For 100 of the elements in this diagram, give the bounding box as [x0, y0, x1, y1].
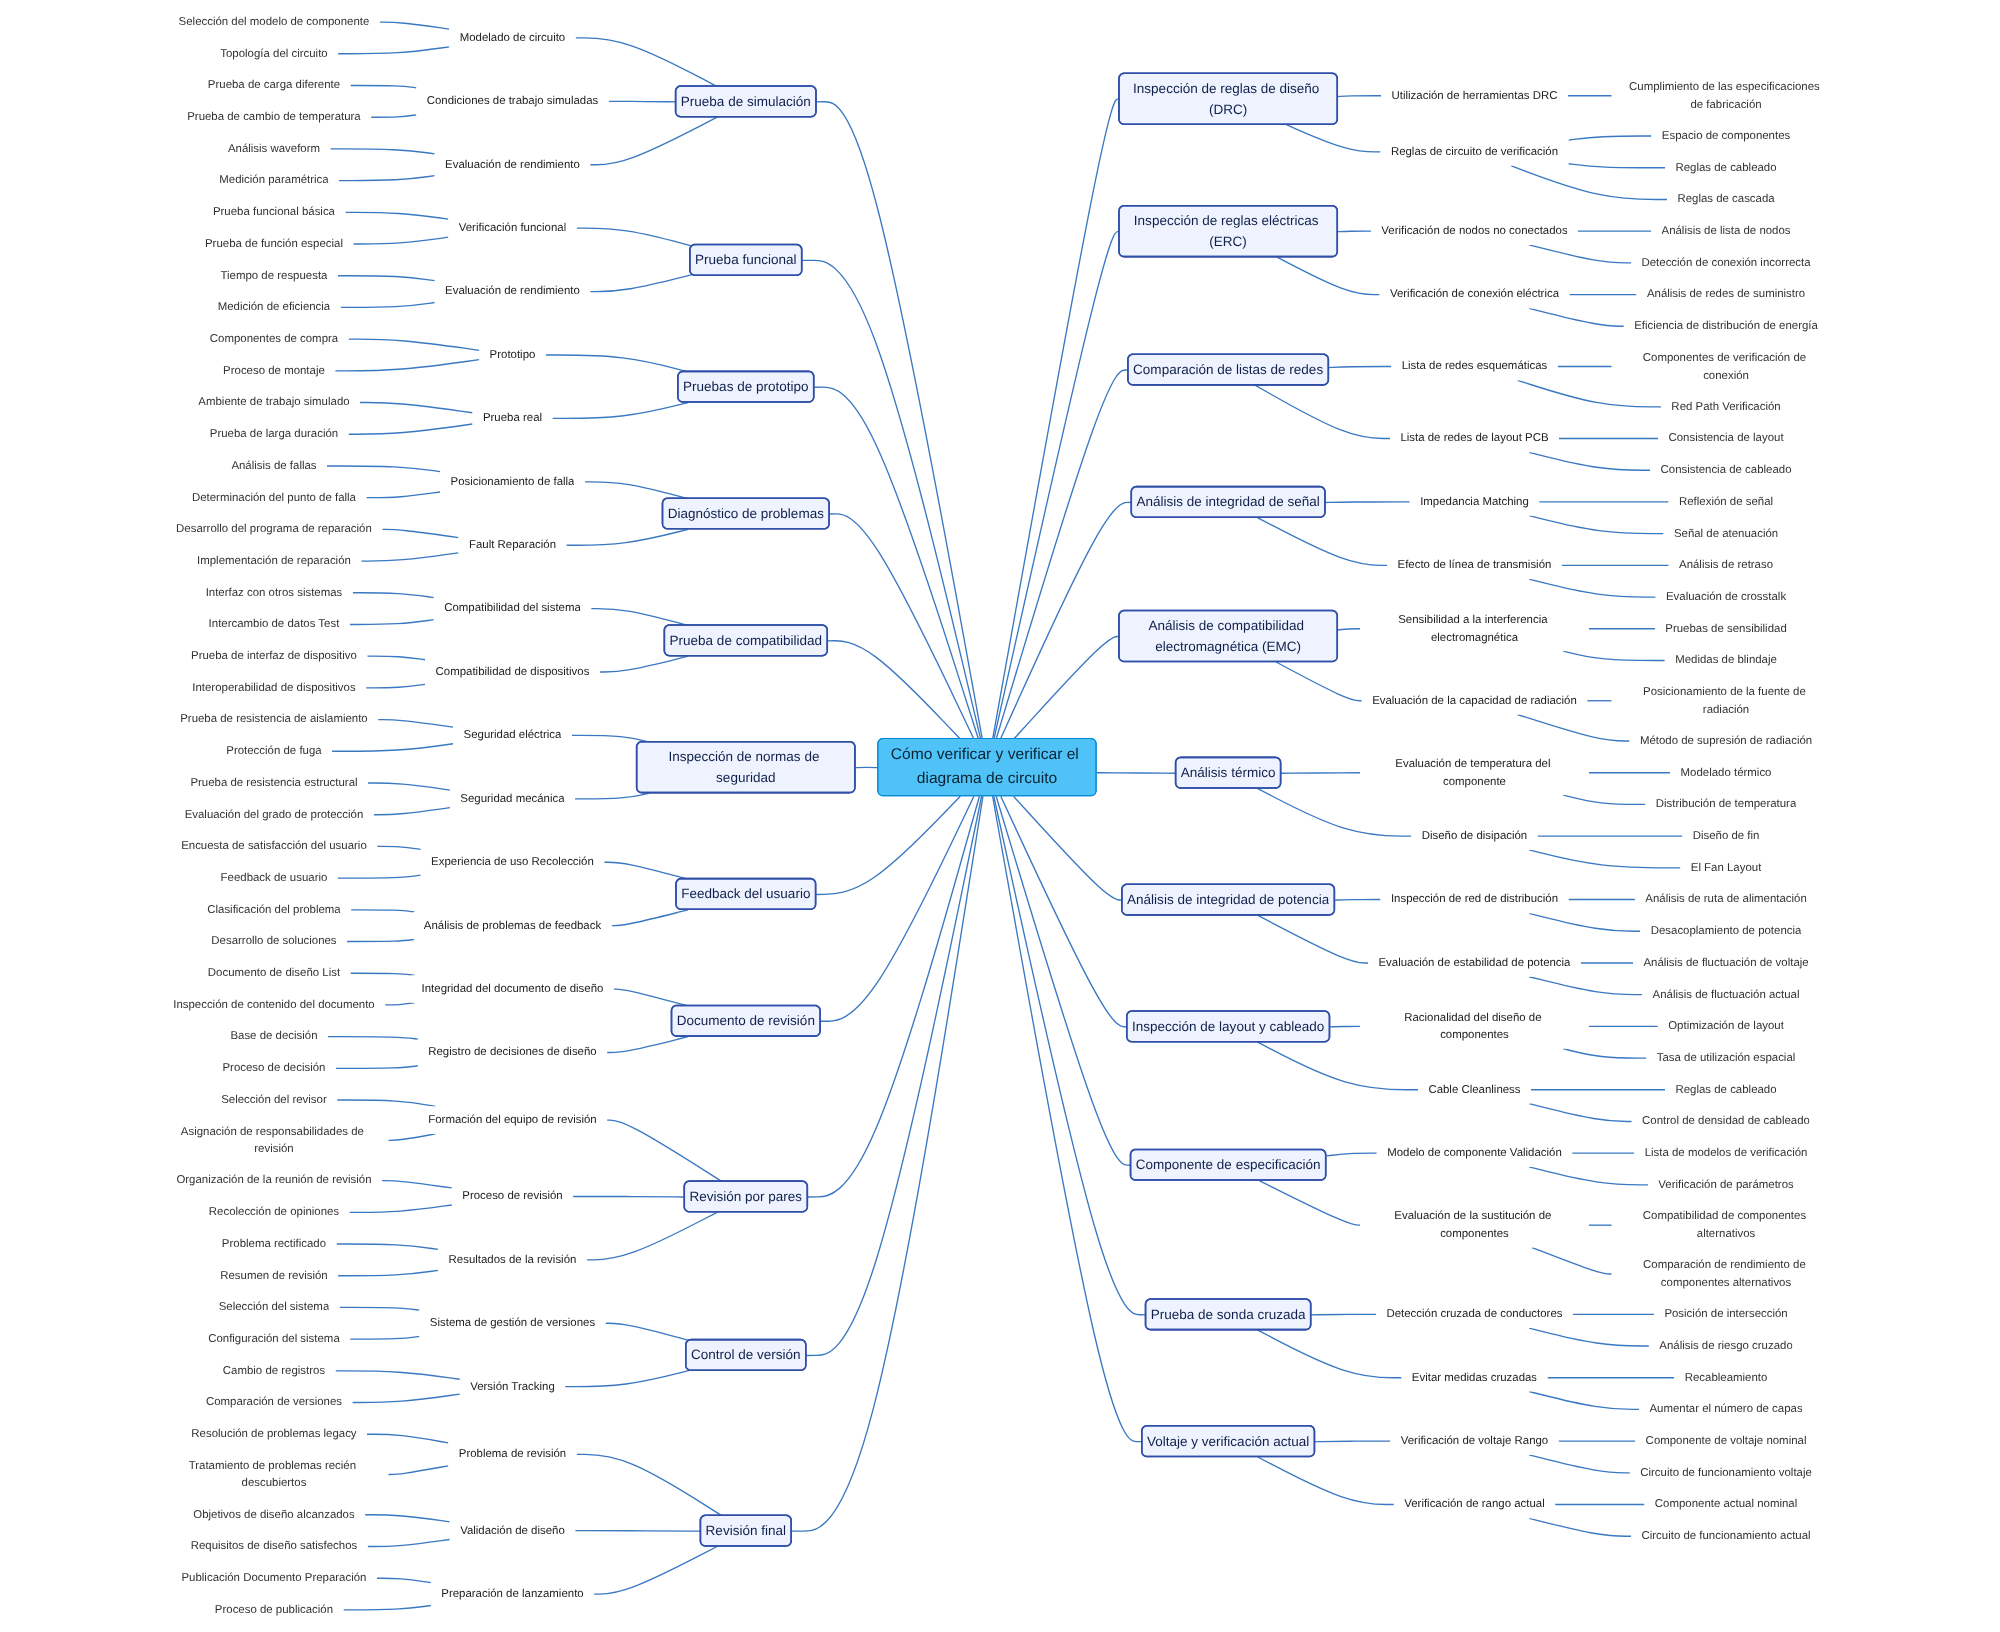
connector [1013, 635, 1121, 740]
connector [606, 1119, 723, 1183]
connector [1567, 163, 1666, 169]
connector [335, 1065, 419, 1069]
connector [349, 619, 435, 626]
connector [1528, 515, 1665, 535]
connector [1337, 628, 1361, 631]
connector [335, 1243, 439, 1251]
connector [999, 501, 1133, 740]
connector [347, 423, 474, 435]
connector [376, 845, 422, 851]
connector [1562, 794, 1647, 806]
connector [1528, 1102, 1633, 1123]
connector [370, 114, 417, 118]
connector [545, 354, 689, 373]
connector [606, 1035, 689, 1054]
connector [1528, 244, 1632, 264]
connector [1257, 787, 1412, 837]
connector [1572, 1313, 1655, 1315]
connector [1325, 1152, 1378, 1157]
connector [1280, 772, 1361, 774]
connector [351, 1393, 461, 1404]
connector [1324, 501, 1411, 504]
connector [1588, 772, 1671, 774]
connector [791, 795, 984, 1532]
connector [1556, 365, 1613, 368]
connector [1528, 1166, 1649, 1186]
connector [347, 338, 480, 351]
connector [1258, 1179, 1361, 1226]
connector [613, 988, 689, 1007]
connector [339, 301, 436, 309]
connector [991, 98, 1121, 740]
connector [574, 37, 718, 88]
connector [344, 211, 450, 220]
connector [337, 275, 436, 282]
connector [1567, 135, 1653, 141]
connector [342, 1604, 432, 1611]
connector [377, 718, 454, 728]
connector [381, 1179, 453, 1189]
connector [1538, 501, 1670, 503]
connector [1257, 914, 1369, 964]
connector [993, 795, 1147, 1316]
connector [1531, 1246, 1613, 1275]
connector [1546, 1377, 1675, 1379]
connector [565, 528, 689, 546]
connector [1528, 1327, 1650, 1347]
connector [610, 909, 689, 927]
connector [1568, 293, 1638, 296]
connector [1571, 1152, 1635, 1154]
connector [1000, 795, 1128, 1028]
connector [1254, 384, 1391, 440]
connector [575, 1453, 723, 1517]
connector [1095, 772, 1177, 774]
connector [346, 938, 416, 943]
connector [337, 874, 422, 879]
connector [1257, 1456, 1395, 1506]
connector [1257, 1041, 1419, 1091]
connector [1528, 1517, 1632, 1537]
connector [376, 1577, 432, 1584]
connector [365, 683, 426, 689]
connector [365, 491, 441, 499]
connector [349, 1335, 421, 1340]
connector [586, 1211, 718, 1261]
connector [373, 806, 451, 816]
connector [1586, 700, 1613, 702]
connector [1588, 1025, 1659, 1028]
connector [1334, 898, 1382, 901]
connector [1557, 1440, 1636, 1442]
connector [854, 766, 879, 769]
connector [366, 1433, 450, 1444]
connector [815, 101, 983, 740]
connector [1528, 1390, 1640, 1411]
connector [366, 1538, 451, 1548]
connector [352, 236, 450, 245]
connector [574, 792, 651, 800]
connector [1528, 912, 1641, 932]
connector [1528, 451, 1651, 471]
connector [349, 972, 416, 976]
connector [329, 148, 436, 155]
connector [337, 46, 450, 55]
connector [1536, 835, 1683, 837]
connector [1528, 307, 1625, 327]
connector [819, 795, 975, 1022]
connector [387, 1133, 437, 1141]
connector [828, 513, 975, 740]
connector [381, 528, 460, 539]
connector [608, 100, 677, 103]
connector [589, 116, 718, 166]
connector [1562, 1048, 1648, 1059]
connector [1561, 564, 1670, 567]
connector [827, 640, 961, 740]
connector [1328, 365, 1392, 369]
connector [334, 1370, 461, 1380]
connector [1577, 230, 1652, 232]
connector [604, 1322, 691, 1342]
connector [1310, 1313, 1377, 1316]
connector [350, 909, 416, 913]
connector [1276, 256, 1381, 296]
connector [1275, 661, 1363, 702]
connector [359, 401, 474, 414]
